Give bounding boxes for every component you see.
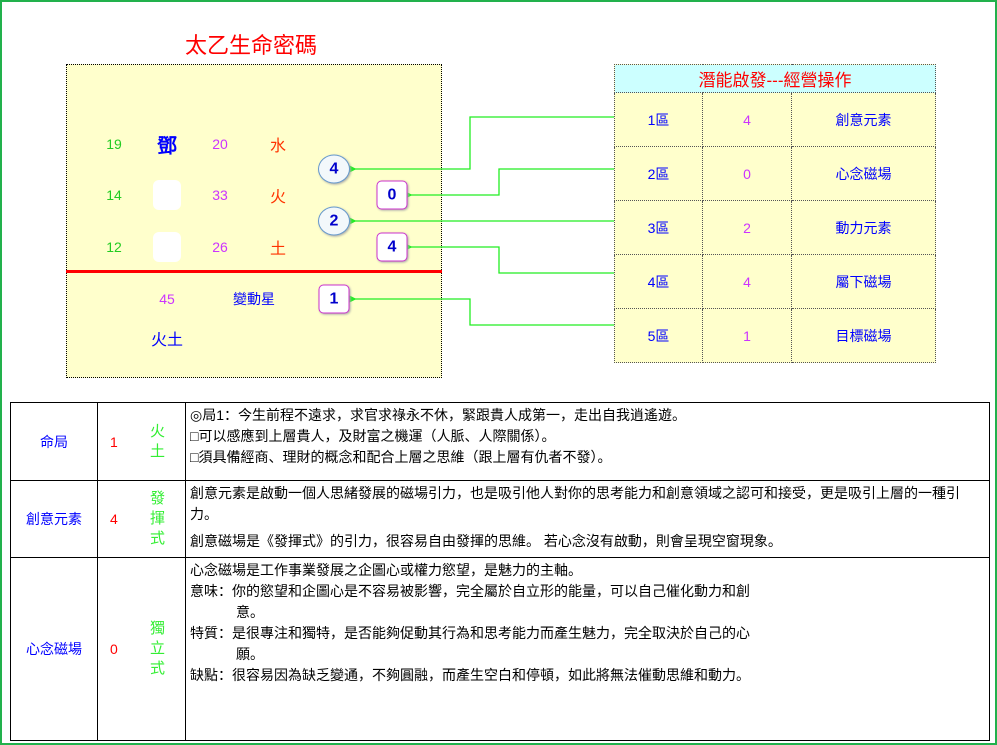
zone-name: 心念磁場 [791, 146, 936, 201]
row-description: ◎局1：今生前程不遠求，求官求祿永不休，緊跟貴人成第一，走出自我逍遙遊。 □可以… [185, 402, 990, 481]
chart-element: 土 [269, 241, 287, 258]
analysis-table: 命局 1 火土 ◎局1：今生前程不遠求，求官求祿永不休，緊跟貴人成第一，走出自我逍… [10, 402, 990, 741]
chart-number: 45 [159, 291, 175, 307]
desc-line: ◎局1：今生前程不遠求，求官求祿永不休，緊跟貴人成第一，走出自我逍遙遊。 [190, 407, 686, 423]
zone-label: 1區 [614, 92, 703, 147]
desc-line: 心念磁場是工作事業發展之企圖心或權力慾望，是魅力的主軸。 [190, 562, 582, 578]
chart-number: 33 [212, 187, 228, 203]
zone-name: 屬下磁場 [791, 254, 936, 309]
redacted-char [153, 232, 181, 262]
row-type: 火土 [150, 422, 166, 460]
chart-number: 14 [106, 187, 122, 203]
desc-line: 意味：你的慾望和企圖心是不容易被影響，完全屬於自立形的能量，可以自己催化動力和創 [190, 583, 750, 599]
row-number: 1 [110, 433, 118, 450]
table-row: 心念磁場 0 獨立式 心念磁場是工作事業發展之企圖心或權力慾望，是魅力的主軸。 意… [10, 557, 990, 741]
zone-5-marker: 1 [318, 284, 350, 314]
page-title: 太乙生命密碼 [185, 34, 318, 59]
desc-line: 願。 [236, 646, 264, 662]
row-type: 獨立式 [150, 620, 166, 677]
change-star-label: 變動星 [233, 291, 275, 307]
chart-surname: 鄧 [157, 135, 177, 158]
row-label: 創意元素 [10, 480, 98, 558]
desc-line: 特質：是很專注和獨特，是否能夠促動其行為和思考能力而產生魅力，完全取決於自己的心 [190, 625, 750, 641]
row-type: 發揮式 [150, 490, 166, 547]
zone-value: 4 [702, 92, 792, 147]
zone-label: 5區 [614, 308, 703, 363]
zone-value: 1 [702, 308, 792, 363]
zone-4-marker: 4 [376, 232, 408, 262]
redacted-char [153, 180, 181, 210]
divider-line [66, 270, 442, 273]
row-label: 命局 [10, 402, 98, 481]
arrow-zone-1 [346, 116, 614, 175]
desc-line: 創意元素是啟動一個人思緒發展的磁場引力，也是吸引他人對你的思考能力和創意領域之認… [190, 485, 960, 522]
desc-line: 意。 [236, 604, 264, 620]
row-number: 0 [110, 641, 118, 657]
row-value-cell: 4 發揮式 [97, 480, 186, 558]
desc-line: □可以感應到上層貴人，及財富之機運（人脈、人際關係）。 [190, 428, 556, 444]
row-value-cell: 1 火土 [97, 402, 186, 481]
desc-line: 創意磁場是《發揮式》的引力，很容易自由發揮的思維。 若心念沒有啟動，則會呈現空窗… [190, 533, 782, 549]
row-description: 心念磁場是工作事業發展之企圖心或權力慾望，是魅力的主軸。 意味：你的慾望和企圖心… [185, 557, 990, 741]
connector-arrows [346, 116, 614, 326]
row-value-cell: 0 獨立式 [97, 557, 186, 741]
zone-name: 目標磁場 [791, 308, 936, 363]
zone-name: 創意元素 [791, 92, 936, 147]
table-row: 創意元素 4 發揮式 創意元素是啟動一個人思緒發展的磁場引力，也是吸引他人對你的思… [10, 480, 990, 558]
row-description: 創意元素是啟動一個人思緒發展的磁場引力，也是吸引他人對你的思考能力和創意領域之認… [185, 480, 990, 558]
chart-element: 水 [269, 138, 287, 155]
desc-line: 缺點：很容易因為缺乏變通，不夠圓融，而產生空白和停頓，如此將無法催動思維和動力。 [190, 667, 750, 683]
row-number: 4 [110, 511, 118, 527]
zone-2-marker: 0 [376, 180, 408, 210]
desc-line: □須具備經商、理財的概念和配合上層之思維（跟上層有仇者不發）。 [190, 449, 612, 465]
row-label: 心念磁場 [10, 557, 98, 741]
zone-1-marker: 4 [318, 154, 350, 184]
arrow-zone-2 [402, 168, 614, 201]
zone-label: 4區 [614, 254, 703, 309]
table-row: 命局 1 火土 ◎局1：今生前程不遠求，求官求祿永不休，緊跟貴人成第一，走出自我逍… [10, 402, 990, 481]
zone-label: 2區 [614, 146, 703, 201]
arrow-zone-4 [402, 241, 614, 274]
chart-number: 26 [212, 239, 228, 255]
chart-element: 火土 [150, 332, 184, 349]
chart-element: 火 [269, 189, 287, 206]
zone-value: 4 [702, 254, 792, 309]
zone-label: 3區 [614, 200, 703, 255]
chart-number: 12 [106, 239, 122, 255]
potential-header: 潛能啟發---經營操作 [614, 64, 936, 93]
zone-3-marker: 2 [318, 206, 350, 236]
chart-number: 19 [106, 136, 122, 152]
zone-value: 2 [702, 200, 792, 255]
arrow-zone-5 [346, 293, 614, 326]
zone-name: 動力元素 [791, 200, 936, 255]
chart-number: 20 [212, 136, 228, 152]
zone-value: 0 [702, 146, 792, 201]
